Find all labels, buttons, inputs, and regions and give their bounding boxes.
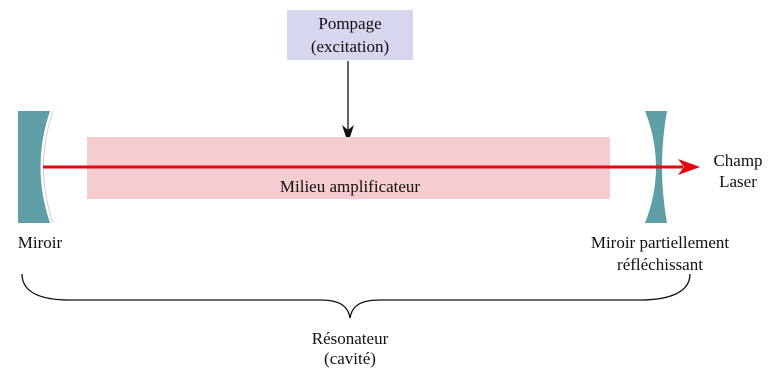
pump-label-line2: (excitation) xyxy=(311,37,389,56)
output-label-line1: Champ xyxy=(713,151,762,170)
left-mirror-label: Miroir xyxy=(18,233,63,252)
left-mirror xyxy=(18,111,50,223)
pump-arrow-head xyxy=(342,125,354,143)
resonator-label-line1: Résonateur xyxy=(312,329,389,348)
resonator-label-line2: (cavité) xyxy=(324,349,376,368)
medium-label: Milieu amplificateur xyxy=(280,177,421,196)
pump-label-line1: Pompage xyxy=(318,14,381,33)
pump-box xyxy=(287,10,413,60)
output-label-line2: Laser xyxy=(719,172,757,191)
laser-beam-arrow-head xyxy=(678,159,700,175)
right-mirror-label-line1: Miroir partiellement xyxy=(591,233,730,252)
right-mirror-label-line2: réfléchissant xyxy=(617,255,703,274)
resonator-brace xyxy=(21,273,691,319)
